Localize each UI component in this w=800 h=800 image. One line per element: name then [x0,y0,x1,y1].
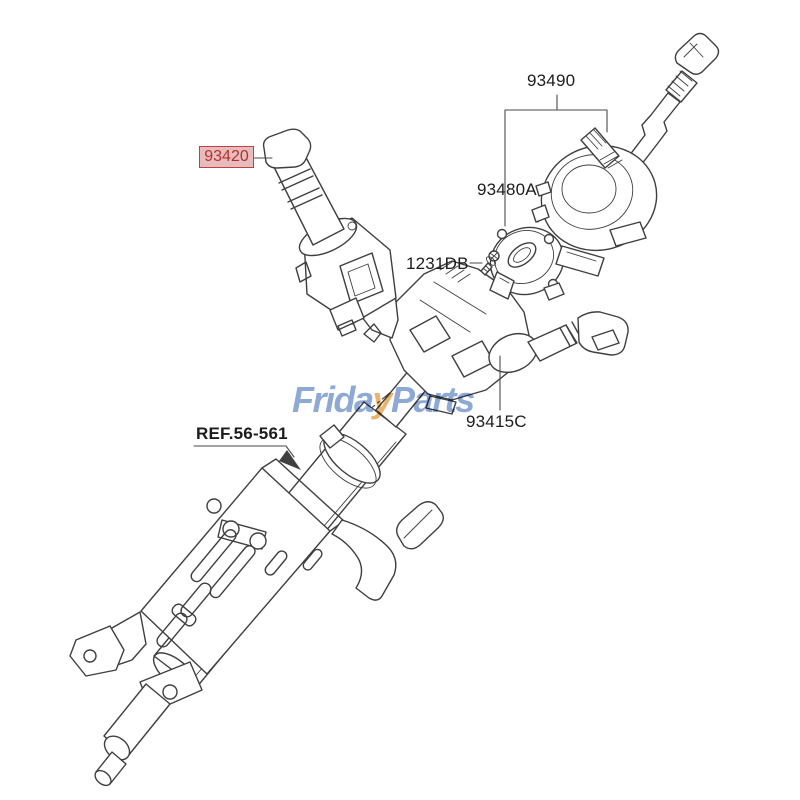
label-screw-1231DB: 1231DB [406,254,469,273]
label-column-ref-56-561: REF.56-561 [196,424,288,443]
angle-sensor-drawing [489,226,565,301]
label-clock-spring-93490: 93490 [527,71,576,90]
switch-base-drawing [353,260,629,415]
label-switch-base-93415C: 93415C [466,412,527,431]
screw-drawing [480,250,500,276]
watermark-accent-swoosh: y [372,379,393,420]
clock-spring-drawing [531,32,720,277]
label-angle-sensor-93480A: 93480A [477,180,537,199]
label-turn-signal-93420-highlighted: 93420 [199,146,254,168]
watermark-text-blue-1: Frida [292,379,374,420]
steering-column-drawing [69,366,445,787]
turn-signal-switch-drawing [262,128,397,337]
fridayparts-watermark: FridayParts [292,379,475,421]
watermark-text-blue-2: Parts [391,379,475,420]
leader-lines [193,94,608,470]
